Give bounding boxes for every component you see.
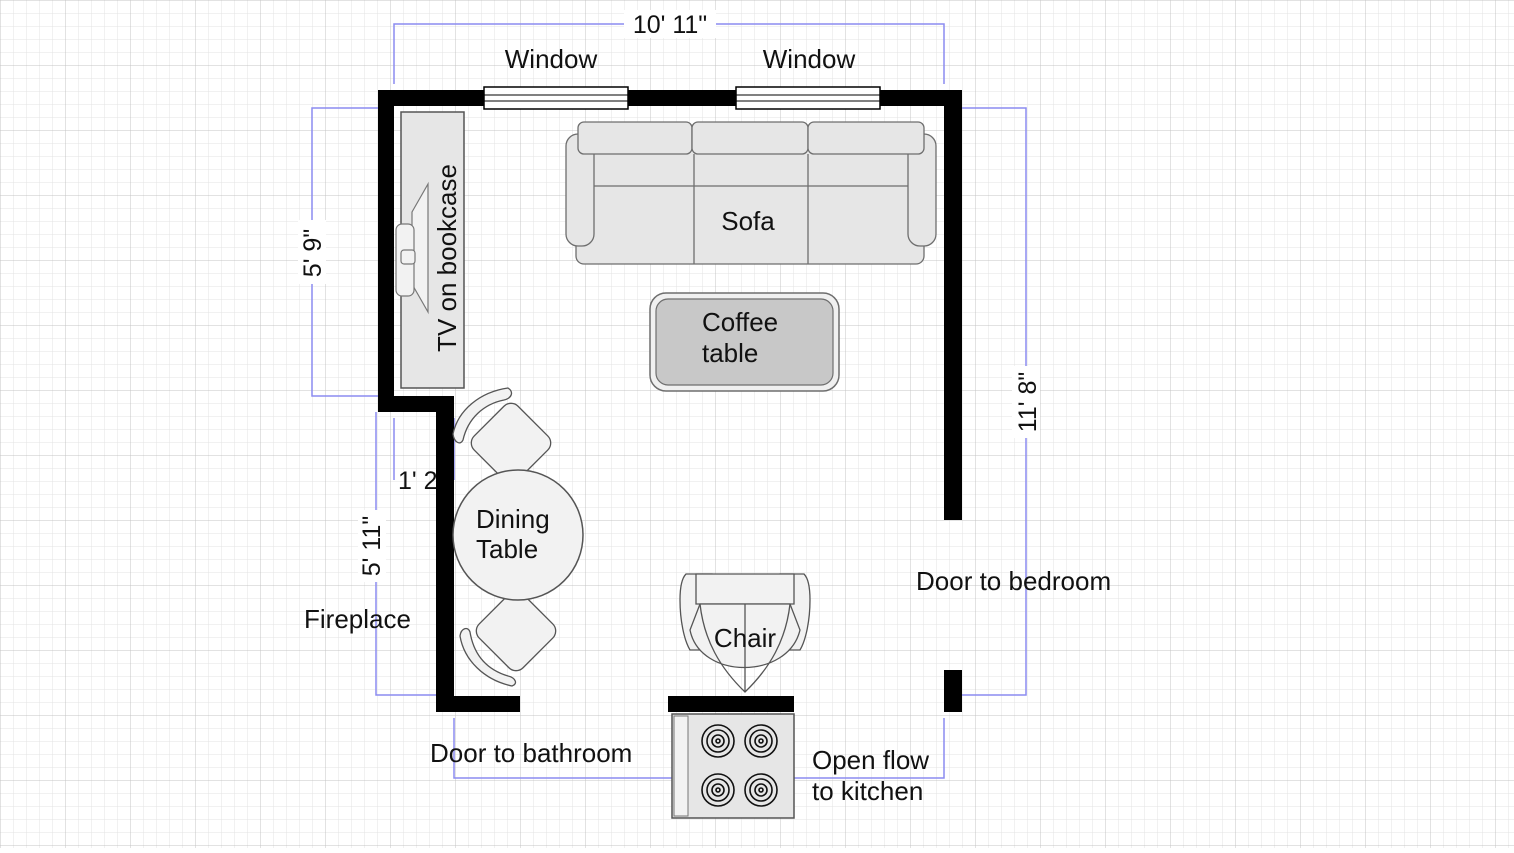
wall-step: [378, 396, 454, 412]
dining-table[interactable]: [452, 469, 584, 601]
sofa[interactable]: [565, 121, 937, 265]
dining-chair-top[interactable]: [452, 387, 555, 487]
stovetop-icon: [671, 713, 795, 819]
door-bathroom-label: Door to bathroom: [430, 738, 632, 768]
dim-step: 1' 2: [398, 467, 438, 495]
wall-left-lower: [436, 396, 454, 712]
dining-chair-bottom[interactable]: [459, 587, 560, 687]
coffee-table-label-line2: table: [702, 338, 758, 368]
coffee-table[interactable]: [649, 292, 840, 392]
wall-right-upper: [944, 90, 962, 520]
door-bedroom-label: Door to bedroom: [916, 566, 1111, 596]
open-flow-label-line1: Open flow: [812, 745, 929, 775]
window-right-label: Window: [763, 44, 856, 74]
wall-right-lower: [944, 670, 962, 712]
tv-label: TV on bookcase: [432, 164, 462, 352]
wall-left-upper: [378, 90, 394, 412]
sofa-label: Sofa: [721, 206, 775, 236]
tv-bookcase[interactable]: TV on bookcase: [395, 111, 465, 389]
television-icon: [395, 181, 429, 315]
window-left: [483, 86, 629, 110]
wall-bottom-left: [436, 696, 520, 712]
coffee-table-label-line1: Coffee: [702, 307, 778, 337]
fireplace-label: Fireplace: [304, 604, 411, 634]
window-left-label: Window: [505, 44, 598, 74]
dim-top-width: 10' 11": [633, 11, 707, 39]
window-right: [735, 86, 881, 110]
dim-left-lower: 5' 11": [358, 516, 386, 576]
dining-table-label-line1: Dining: [476, 504, 550, 534]
dim-right-height: 11' 8": [1014, 372, 1042, 432]
armchair[interactable]: [679, 573, 811, 693]
dining-table-label-line2: Table: [476, 534, 538, 564]
chair-label: Chair: [714, 623, 776, 653]
wall-bottom-mid: [668, 696, 794, 712]
open-flow-label-line2: to kitchen: [812, 776, 923, 806]
dim-left-upper: 5' 9": [299, 229, 327, 277]
